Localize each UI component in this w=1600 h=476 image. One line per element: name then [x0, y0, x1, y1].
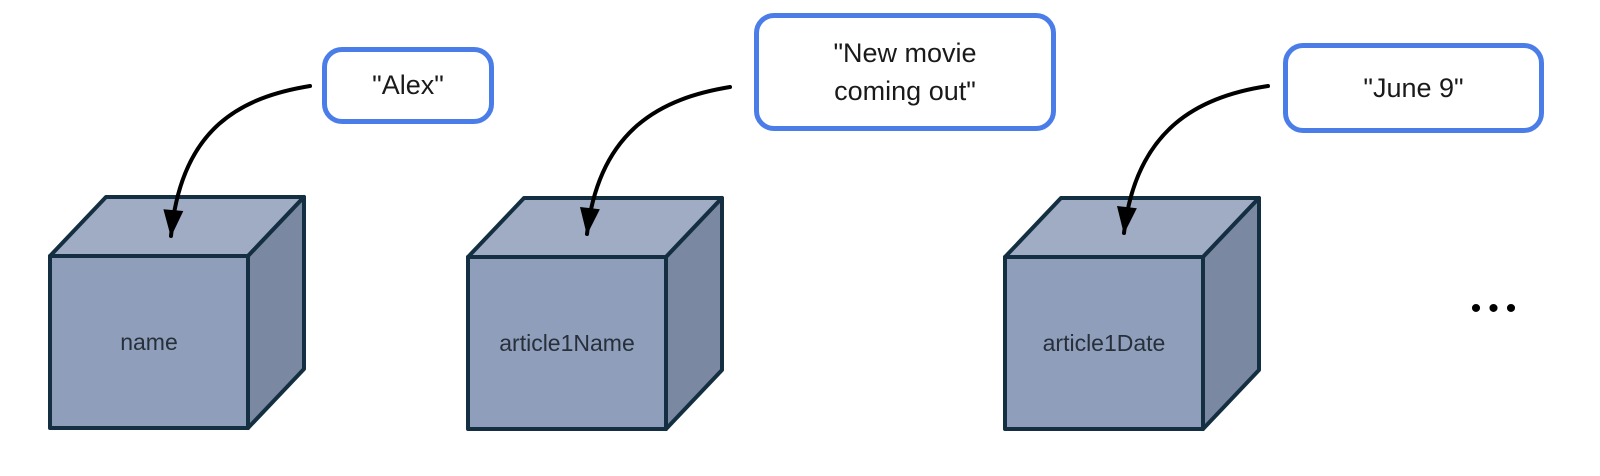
variable-box-article1date: article1Date [1003, 196, 1261, 431]
value-arrow [1117, 84, 1270, 235]
cube-front-face [1003, 255, 1205, 431]
variable-box-article1name: article1Name [466, 196, 724, 431]
value-callout: "New movie coming out" [754, 13, 1056, 131]
value-text: "Alex" [372, 70, 444, 101]
cube-front-face [48, 254, 250, 430]
cube-front-face [466, 255, 668, 431]
value-text: "June 9" [1363, 72, 1464, 103]
value-callout: "Alex" [322, 47, 494, 124]
variable-name-label: article1Name [499, 330, 635, 356]
variable-name-label: article1Date [1043, 330, 1166, 356]
value-callout: "June 9" [1283, 43, 1544, 133]
value-arrow [163, 84, 312, 238]
variable-box-name: name [48, 195, 306, 430]
value-text: "New movie coming out" [833, 37, 977, 106]
ellipsis: ••• [1470, 292, 1524, 325]
variable-name-label: name [120, 329, 178, 355]
value-arrow [580, 85, 732, 236]
